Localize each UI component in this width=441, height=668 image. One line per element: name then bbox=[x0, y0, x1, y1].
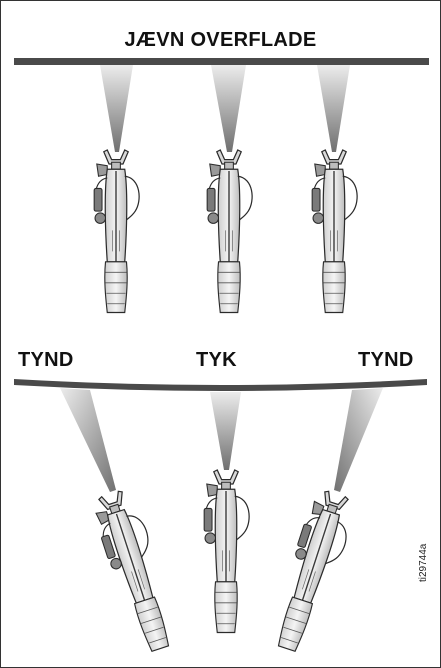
spray-gun-bottom-left bbox=[88, 486, 183, 657]
diagram-title: JÆVN OVERFLADE bbox=[124, 29, 317, 51]
spray-gun-top-right bbox=[311, 149, 358, 314]
flat-surface bbox=[14, 58, 429, 65]
label-thin-left: TYND bbox=[18, 349, 74, 371]
label-thin-right: TYND bbox=[358, 349, 414, 371]
label-thick-center: TYK bbox=[196, 349, 237, 371]
spray-fan-bottom-left bbox=[60, 388, 116, 492]
spray-fan-top-left bbox=[100, 65, 133, 152]
spray-fan-bottom-center bbox=[210, 392, 241, 470]
spray-fan-top-center bbox=[211, 65, 246, 152]
spray-fan-top-right bbox=[317, 65, 350, 152]
spray-gun-bottom-right bbox=[265, 486, 360, 657]
spray-gun-bottom-center bbox=[203, 469, 250, 634]
spray-fan-bottom-right bbox=[334, 388, 383, 492]
spray-gun-top-left bbox=[93, 149, 140, 314]
curved-surface bbox=[14, 379, 427, 391]
spray-gun-top-center bbox=[206, 149, 253, 314]
